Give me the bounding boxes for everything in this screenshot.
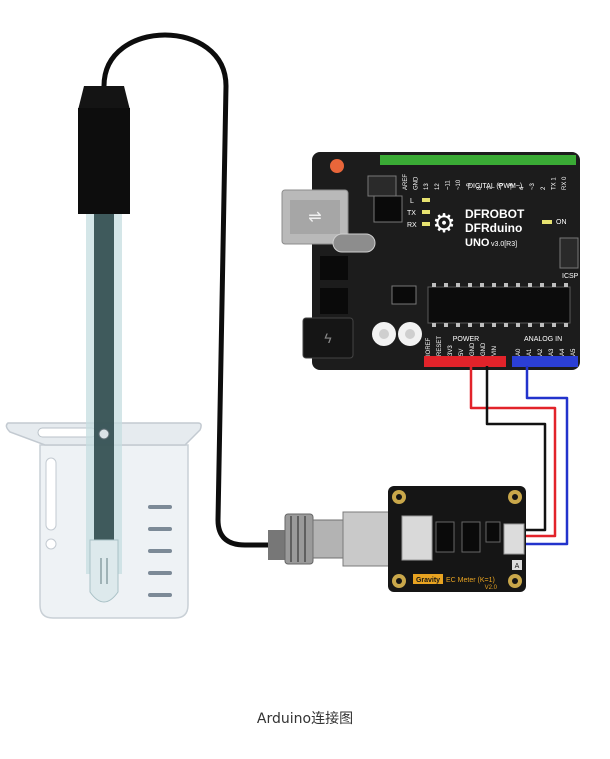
pin-label: 13	[424, 183, 430, 190]
pin-label: ~3	[530, 182, 536, 190]
usb-icon: ⇌	[308, 209, 321, 226]
pin-label: 2	[541, 186, 547, 190]
svg-text:A: A	[515, 563, 520, 570]
pin-label: 3V3	[448, 345, 454, 356]
probe-cable	[101, 32, 285, 548]
mounting-holes	[392, 490, 522, 588]
pin-label: GND	[414, 176, 420, 190]
led-rx-label: RX	[407, 222, 417, 229]
pin-label: 12	[435, 183, 441, 190]
digital-header-label: DIGITAL (PWM~)	[468, 183, 522, 190]
reset-button	[330, 159, 344, 173]
pin-label: RX 0	[562, 176, 568, 190]
board-version: UNO	[465, 237, 490, 249]
power-pin-labels: IOREF RESET 3V3 5V GND GND VIN	[426, 336, 498, 356]
ec-probe	[78, 86, 130, 603]
brand-logo-gear: ⚙	[432, 208, 455, 238]
svg-text:ϟ: ϟ	[324, 330, 332, 346]
digital-pin-labels: AREF GND 13 12 ~11 ~10 ~9 8 7 ~6 ~5 4 ~3 2 TX 1 RX 0	[403, 174, 568, 190]
pin-label: GND	[470, 342, 476, 356]
arduino-board: ⇌ ϟ	[281, 152, 580, 370]
pin-label: AREF	[403, 174, 409, 190]
board-revision: v3.0[R3]	[491, 241, 517, 248]
pin-label: A1	[527, 348, 533, 356]
digital-header	[380, 155, 576, 165]
pin-label: A4	[560, 348, 566, 356]
pin-label: IOREF	[426, 337, 432, 356]
wire-blue-a1	[524, 366, 569, 546]
pin-label: RESET	[437, 336, 443, 356]
power-header-label: POWER	[453, 336, 479, 343]
led-tx-label: TX	[407, 210, 416, 217]
pin-label: 4	[520, 186, 526, 190]
pin-label: A0	[516, 348, 522, 356]
wires	[469, 366, 569, 546]
power-header	[424, 356, 506, 367]
icsp-label: ICSP	[562, 273, 579, 280]
module-brand: Gravity	[416, 577, 440, 584]
beaker-graduation-marks	[148, 505, 172, 597]
pin-label: GND	[481, 342, 487, 356]
pin-label: TX 1	[551, 177, 557, 190]
on-label: ON	[556, 219, 567, 226]
wire-red-5v	[469, 366, 557, 538]
pin-label: VIN	[492, 346, 498, 356]
module-name: EC Meter (K=1)	[446, 577, 495, 584]
pin-label: A2	[538, 348, 544, 356]
module-version: V2.0	[485, 585, 498, 591]
wire-black-gnd	[485, 366, 547, 532]
connection-diagram: ⇌ ϟ	[5, 32, 580, 619]
pin-label: 7	[488, 186, 494, 190]
pin-label: ~5	[509, 182, 515, 190]
analog-header	[512, 356, 578, 367]
pin-label: A5	[571, 348, 577, 356]
power-jack	[302, 317, 354, 359]
pin-label: 8	[477, 186, 483, 190]
board-model: DFRduino	[465, 221, 522, 235]
pin-label: ~10	[456, 179, 462, 190]
board-brand: DFROBOT	[465, 207, 525, 221]
ec-meter-module: A Gravity EC Meter (K=1) V2.0	[388, 486, 526, 592]
figure-caption: Arduino连接图	[256, 711, 354, 727]
pin-label: ~6	[498, 182, 504, 190]
analog-pin-labels: A0 A1 A2 A3 A4 A5	[516, 348, 577, 356]
led-l-label: L	[410, 198, 414, 205]
pin-label: A3	[549, 348, 555, 356]
pin-label: ~11	[445, 180, 451, 190]
analog-header-label: ANALOG IN	[524, 336, 562, 343]
pin-label: 5V	[459, 349, 465, 356]
microcontroller-chip	[427, 286, 571, 324]
pin-label: ~9	[467, 182, 473, 190]
